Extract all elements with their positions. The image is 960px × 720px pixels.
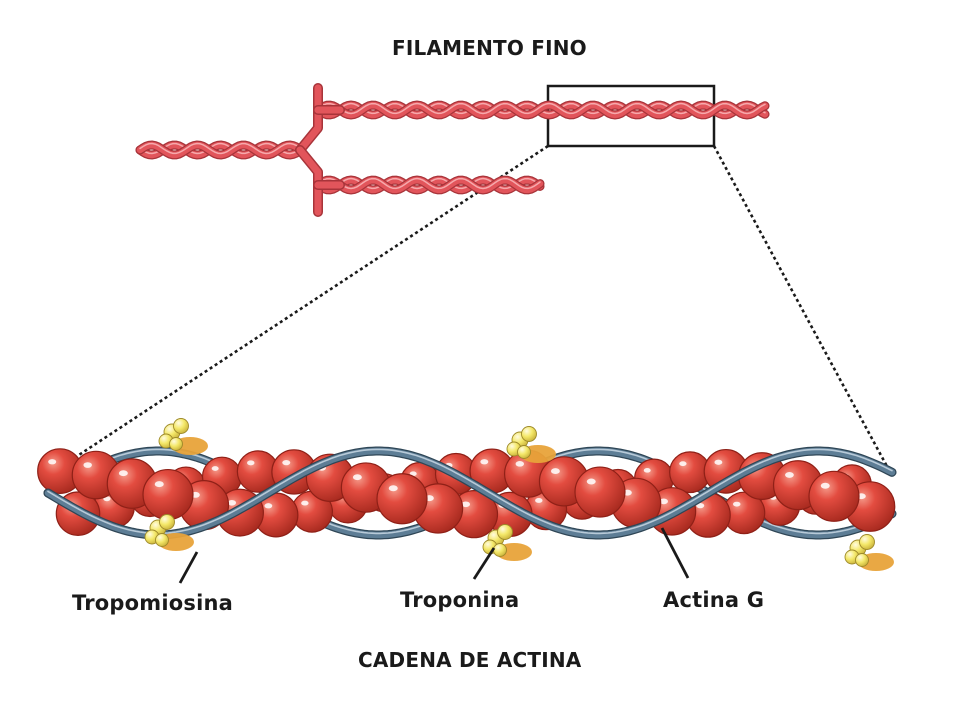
actin-g-bead <box>722 491 766 535</box>
bead-body <box>574 466 626 518</box>
bead-highlight <box>659 498 668 505</box>
bead-highlight <box>247 460 255 466</box>
bead-body <box>142 468 194 521</box>
actina-g-label: Actina G <box>663 588 765 612</box>
bead-highlight <box>550 468 560 475</box>
filament-lower-branch <box>313 175 545 195</box>
troponin-sphere <box>155 533 169 547</box>
filament-strand <box>136 141 303 159</box>
actin-g-bead <box>142 468 194 521</box>
bead-highlight <box>820 482 830 489</box>
actin-g-bead <box>574 466 626 518</box>
tropomiosina-label: Tropomiosina <box>72 591 233 615</box>
actin-g-bead <box>376 473 428 525</box>
bead-highlight <box>352 474 362 481</box>
branch-fill <box>296 146 322 216</box>
bead-highlight <box>211 466 219 471</box>
troponin-bottom-right <box>844 534 894 571</box>
bead-body <box>376 473 428 525</box>
filament-strand-highlight <box>139 142 300 155</box>
bead-highlight <box>696 502 705 509</box>
rope-body <box>44 447 896 539</box>
bead-highlight <box>227 499 237 506</box>
troponin-sphere <box>521 426 537 442</box>
tropomiosina-leader <box>178 551 199 584</box>
filament-strand-highlight <box>317 177 541 190</box>
bead-highlight <box>118 470 128 477</box>
bead-highlight <box>154 481 164 488</box>
troponin-complexes <box>144 418 894 571</box>
filamento-fino-title: FILAMENTO FINO <box>392 36 587 60</box>
filament-strand <box>314 176 544 194</box>
actin-chain-illustration <box>37 418 897 571</box>
projection-line-right <box>712 145 892 473</box>
filament-upper-branch <box>313 100 770 120</box>
tropomyosin-front <box>43 446 897 540</box>
bead-highlight <box>301 500 309 506</box>
bead-highlight <box>388 485 398 492</box>
actin-g-bead <box>808 470 860 522</box>
rope-highlight <box>47 448 893 535</box>
bead-highlight <box>480 459 489 465</box>
thin-filament-illustration <box>135 83 770 217</box>
troponin-top-middle <box>506 426 556 463</box>
bead-highlight <box>48 459 57 465</box>
bead-body <box>808 470 860 522</box>
troponina-label: Troponina <box>400 588 520 612</box>
bead-highlight <box>409 471 417 477</box>
leader-lines <box>178 527 690 584</box>
bead-highlight <box>714 459 723 465</box>
troponin-bottom-middle <box>482 524 532 561</box>
bead-highlight <box>461 501 471 508</box>
actin-g-bead <box>669 451 711 494</box>
troponin-top-left <box>158 418 208 455</box>
bead-highlight <box>515 461 525 467</box>
bead-highlight <box>535 497 543 503</box>
troponin-bottom-left <box>144 514 194 551</box>
filament-strand-highlight <box>317 102 766 115</box>
troponin-sphere <box>497 524 513 540</box>
actina-g-leader <box>660 527 690 579</box>
bead-highlight <box>679 461 687 467</box>
actin-g-beads <box>37 448 896 539</box>
troponina-leader <box>472 547 496 580</box>
bead-highlight <box>643 468 651 473</box>
bead-highlight <box>785 471 794 478</box>
bead-highlight <box>282 459 291 466</box>
troponin-sphere <box>855 553 869 567</box>
troponin-sphere <box>173 418 189 434</box>
troponin-sphere <box>159 514 175 530</box>
bead-highlight <box>733 501 741 507</box>
troponin-sphere <box>493 543 507 557</box>
branch-fill <box>296 84 322 154</box>
filament-branch-joint <box>295 83 345 217</box>
filament-strand <box>314 101 769 119</box>
projection-line-left <box>49 144 549 476</box>
troponin-sphere <box>517 445 531 459</box>
troponin-sphere <box>169 437 183 451</box>
bead-highlight <box>264 503 273 509</box>
troponin-sphere <box>859 534 875 550</box>
filament-left-segment <box>135 140 304 160</box>
cadena-de-actina-title: CADENA DE ACTINA <box>358 648 582 672</box>
bead-highlight <box>83 462 92 468</box>
bead-highlight <box>586 478 596 485</box>
tropomyosin-strand-front <box>43 446 897 540</box>
filament-strand-highlight <box>139 142 300 155</box>
